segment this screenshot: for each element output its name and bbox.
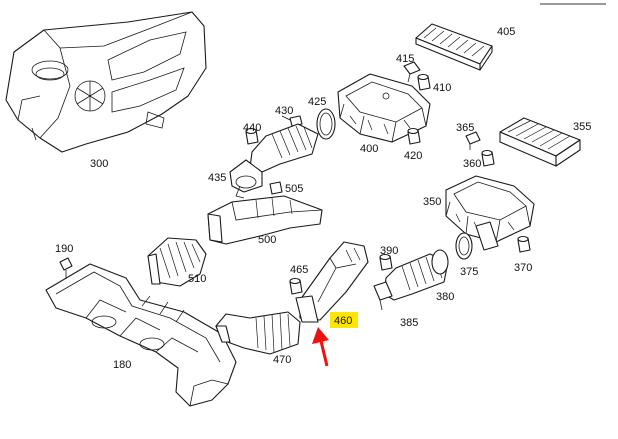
label-415[interactable]: 415 [396, 53, 414, 65]
bracket-frame-180[interactable] [45, 263, 237, 407]
air-duct-460[interactable] [295, 241, 369, 323]
label-425[interactable]: 425 [308, 96, 326, 108]
air-duct-510[interactable] [147, 237, 207, 287]
intake-hose-435[interactable] [229, 123, 319, 199]
label-435[interactable]: 435 [208, 172, 226, 184]
label-375[interactable]: 375 [460, 266, 478, 278]
clamp-385[interactable] [373, 281, 393, 311]
label-500[interactable]: 500 [258, 234, 276, 246]
grommet-360[interactable] [481, 149, 495, 167]
grommet-370[interactable] [517, 235, 531, 253]
label-360[interactable]: 360 [463, 158, 481, 170]
grommet-410[interactable] [417, 73, 431, 91]
highlight-arrow-icon [312, 327, 329, 367]
air-duct-500[interactable] [207, 195, 323, 245]
label-405[interactable]: 405 [497, 26, 515, 38]
label-355[interactable]: 355 [573, 121, 591, 133]
hose-clamp-430[interactable] [281, 115, 303, 127]
label-510[interactable]: 510 [188, 273, 206, 285]
sealing-ring-425[interactable] [316, 108, 336, 140]
label-300[interactable]: 300 [90, 158, 108, 170]
label-390[interactable]: 390 [380, 245, 398, 257]
air-filter-housing-400[interactable] [337, 73, 431, 143]
label-350[interactable]: 350 [423, 196, 441, 208]
label-505[interactable]: 505 [285, 183, 303, 195]
air-filter-355[interactable] [499, 117, 581, 167]
screw-415[interactable] [403, 61, 421, 83]
label-440[interactable]: 440 [243, 122, 261, 134]
clip-505[interactable] [269, 181, 283, 195]
label-365[interactable]: 365 [456, 122, 474, 134]
grommet-465[interactable] [289, 277, 303, 295]
label-420[interactable]: 420 [404, 150, 422, 162]
grommet-440[interactable] [245, 127, 259, 145]
label-460[interactable]: 460 [334, 315, 352, 327]
label-465[interactable]: 465 [290, 264, 308, 276]
air-filter-housing-350[interactable] [445, 175, 535, 251]
label-380[interactable]: 380 [436, 291, 454, 303]
label-400[interactable]: 400 [360, 143, 378, 155]
bolt-190[interactable] [59, 257, 73, 280]
label-370[interactable]: 370 [514, 262, 532, 274]
label-430[interactable]: 430 [275, 105, 293, 117]
air-filter-405[interactable] [415, 23, 493, 71]
screw-365[interactable] [465, 131, 481, 150]
label-190[interactable]: 190 [55, 243, 73, 255]
grommet-420[interactable] [407, 127, 421, 145]
label-470[interactable]: 470 [273, 354, 291, 366]
engine-cover-300[interactable] [5, 11, 207, 153]
label-385[interactable]: 385 [400, 317, 418, 329]
sealing-ring-375[interactable] [455, 232, 473, 260]
label-410[interactable]: 410 [433, 82, 451, 94]
grommet-390[interactable] [379, 253, 393, 271]
label-180[interactable]: 180 [113, 359, 131, 371]
intake-hose-470[interactable] [215, 311, 301, 355]
highlight-box [330, 312, 358, 328]
